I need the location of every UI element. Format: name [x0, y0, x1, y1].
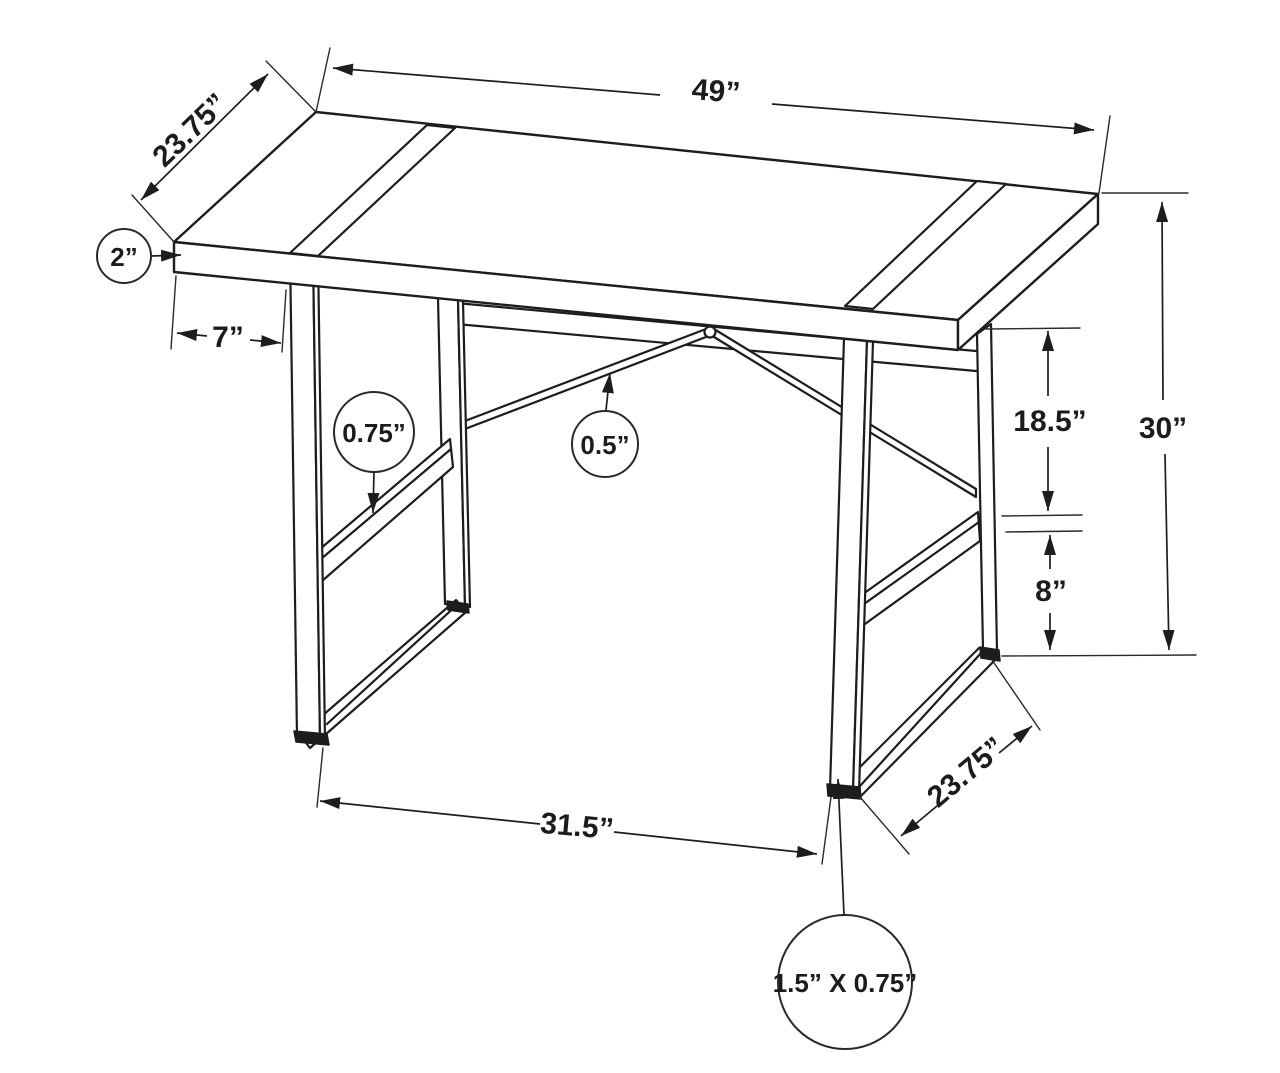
dimension-overall-height: 30”: [1101, 192, 1189, 651]
label-foot-span: 31.5”: [539, 807, 615, 846]
brace-bolt: [703, 325, 717, 339]
desk-top-end-face: [956, 192, 1100, 352]
label-shelf-thickness: 0.75”: [342, 418, 406, 448]
right-top-rail: [843, 179, 1008, 311]
right-back-foot-cap: [979, 646, 1001, 662]
label-top-thickness: 2”: [110, 242, 137, 272]
dimension-overhang: 7”: [170, 275, 287, 354]
callout-tube-size: 1.5” X 0.75”: [773, 778, 918, 1050]
label-top-width: 49”: [691, 73, 742, 110]
label-top-depth: 23.75”: [146, 87, 234, 173]
left-brace-rod: [455, 327, 708, 434]
right-shelf: [854, 510, 982, 631]
dimension-top-width: 49”: [315, 47, 1111, 194]
callout-shelf-thickness: 0.75”: [333, 391, 415, 514]
label-shelf-to-floor: 8”: [1035, 575, 1067, 608]
right-front-foot-cap: [826, 783, 862, 800]
left-front-foot-cap: [293, 730, 330, 746]
left-side-frame: [288, 249, 472, 750]
label-overhang: 7”: [212, 321, 244, 354]
label-brace-thickness: 0.5”: [580, 430, 629, 460]
dimension-foot-span: 31.5”: [316, 747, 832, 865]
dimension-shelf-to-floor: 8”: [1001, 530, 1197, 657]
right-side-frame: [826, 304, 1001, 800]
callout-top-thickness: 2”: [96, 228, 182, 284]
left-back-foot-cap: [446, 600, 470, 614]
left-top-rail: [288, 123, 457, 258]
label-overall-height: 30”: [1139, 412, 1187, 445]
label-base-depth: 23.75”: [921, 731, 1011, 814]
right-back-bar: [975, 322, 999, 654]
label-tube-size: 1.5” X 0.75”: [773, 968, 918, 998]
dimension-top-to-shelf: 18.5”: [985, 327, 1087, 517]
callout-brace-thickness: 0.5”: [571, 372, 639, 478]
cross-braces: [455, 325, 978, 499]
label-top-to-shelf: 18.5”: [1013, 405, 1086, 438]
frame-top-rails: [288, 123, 1008, 311]
